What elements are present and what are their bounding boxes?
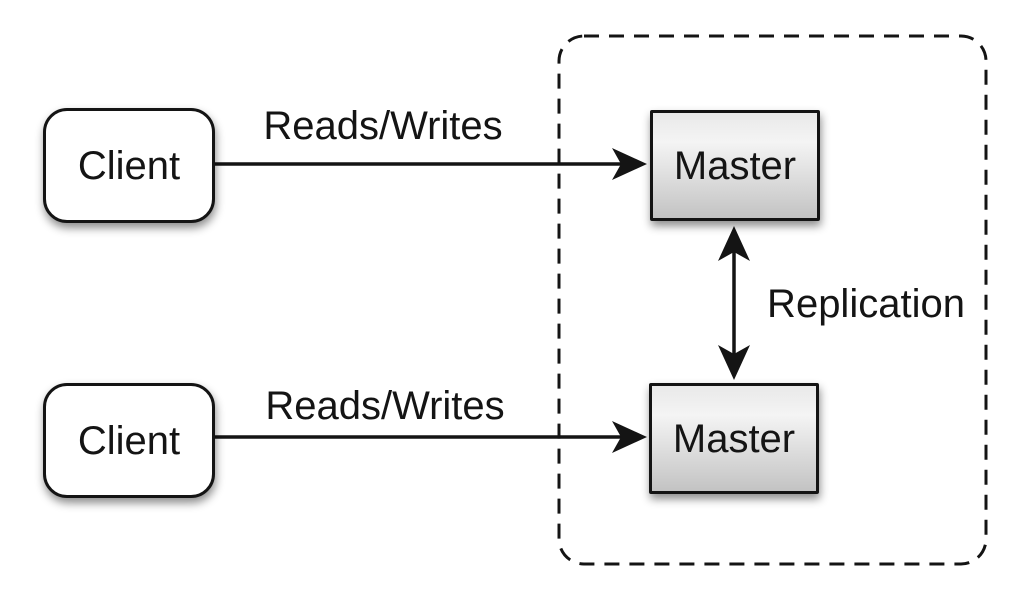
client-node-1-label: Client [77,143,181,188]
replication-arrow-head-up [718,226,750,261]
edge-label-reads-writes-bottom: Reads/Writes [265,384,505,428]
replication-arrow-head-down [718,345,750,380]
reads-writes-arrow-top-head [612,148,647,180]
client-node-1: Client [43,108,215,223]
master-node-2: Master [649,383,819,494]
client-node-2-label: Client [77,418,181,463]
edge-label-replication: Replication [767,282,965,326]
client-node-2: Client [43,383,215,498]
reads-writes-arrow-bottom-head [612,421,647,453]
master-node-1: Master [650,110,820,221]
master-node-2-label: Master [672,416,796,461]
master-node-1-label: Master [673,143,797,188]
edge-label-reads-writes-top: Reads/Writes [263,104,503,148]
